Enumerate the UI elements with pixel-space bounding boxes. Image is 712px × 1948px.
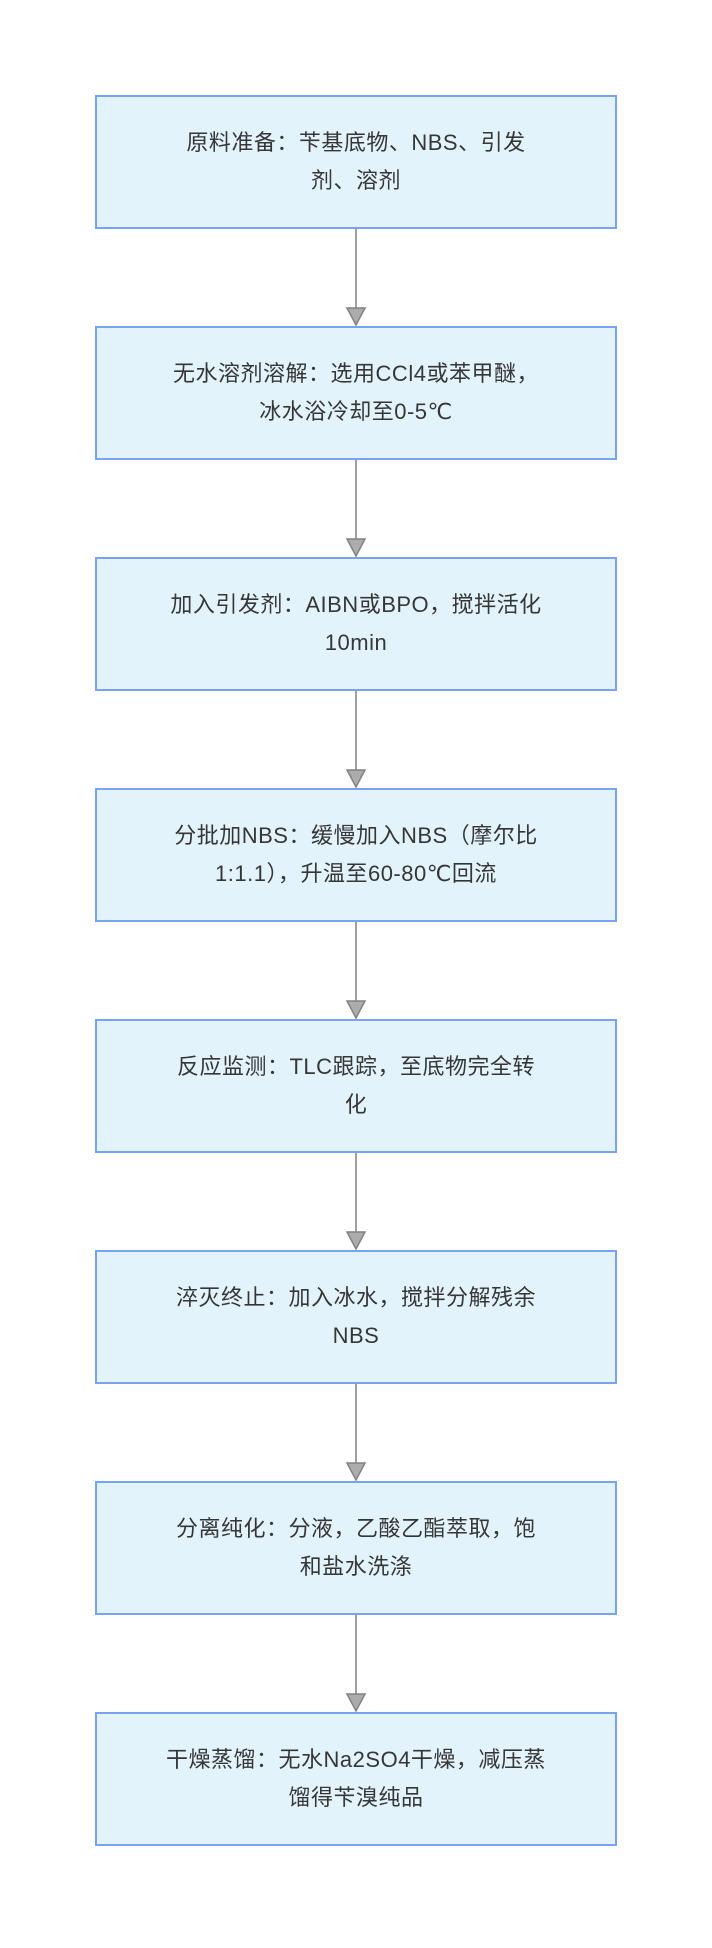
flow-node-step-7: 分离纯化：分液，乙酸乙酯萃取，饱 和盐水洗涤 bbox=[95, 1481, 617, 1615]
flow-node-step-3: 加入引发剂：AIBN或BPO，搅拌活化 10min bbox=[95, 557, 617, 691]
flow-node-label: 分批加NBS：缓慢加入NBS（摩尔比 1:1.1），升温至60-80℃回流 bbox=[174, 823, 538, 886]
down-arrow-icon bbox=[345, 1384, 367, 1481]
flow-node-label: 加入引发剂：AIBN或BPO，搅拌活化 10min bbox=[170, 592, 542, 655]
flow-node-step-4: 分批加NBS：缓慢加入NBS（摩尔比 1:1.1），升温至60-80℃回流 bbox=[95, 788, 617, 922]
flow-node-step-5: 反应监测：TLC跟踪，至底物完全转 化 bbox=[95, 1019, 617, 1153]
flow-node-label: 淬灭终止：加入冰水，搅拌分解残余 NBS bbox=[175, 1285, 536, 1348]
flow-node-label: 反应监测：TLC跟踪，至底物完全转 化 bbox=[176, 1054, 536, 1117]
flow-node-label: 无水溶剂溶解：选用CCl4或苯甲醚， 冰水浴冷却至0-5℃ bbox=[173, 361, 539, 424]
flow-node-step-8: 干燥蒸馏：无水Na2SO4干燥，减压蒸 馏得苄溴纯品 bbox=[95, 1712, 617, 1846]
flow-node-step-6: 淬灭终止：加入冰水，搅拌分解残余 NBS bbox=[95, 1250, 617, 1384]
flow-node-label: 分离纯化：分液，乙酸乙酯萃取，饱 和盐水洗涤 bbox=[175, 1516, 536, 1579]
flow-node-step-2: 无水溶剂溶解：选用CCl4或苯甲醚， 冰水浴冷却至0-5℃ bbox=[95, 326, 617, 460]
down-arrow-icon bbox=[345, 460, 367, 557]
down-arrow-icon bbox=[345, 922, 367, 1019]
down-arrow-icon bbox=[345, 1615, 367, 1712]
flow-node-label: 干燥蒸馏：无水Na2SO4干燥，减压蒸 馏得苄溴纯品 bbox=[166, 1747, 546, 1810]
down-arrow-icon bbox=[345, 691, 367, 788]
flow-node-label: 原料准备：苄基底物、NBS、引发 剂、溶剂 bbox=[186, 130, 526, 193]
down-arrow-icon bbox=[345, 1153, 367, 1250]
flowchart: 原料准备：苄基底物、NBS、引发 剂、溶剂 无水溶剂溶解：选用CCl4或苯甲醚，… bbox=[95, 95, 617, 1846]
flow-node-step-1: 原料准备：苄基底物、NBS、引发 剂、溶剂 bbox=[95, 95, 617, 229]
down-arrow-icon bbox=[345, 229, 367, 326]
